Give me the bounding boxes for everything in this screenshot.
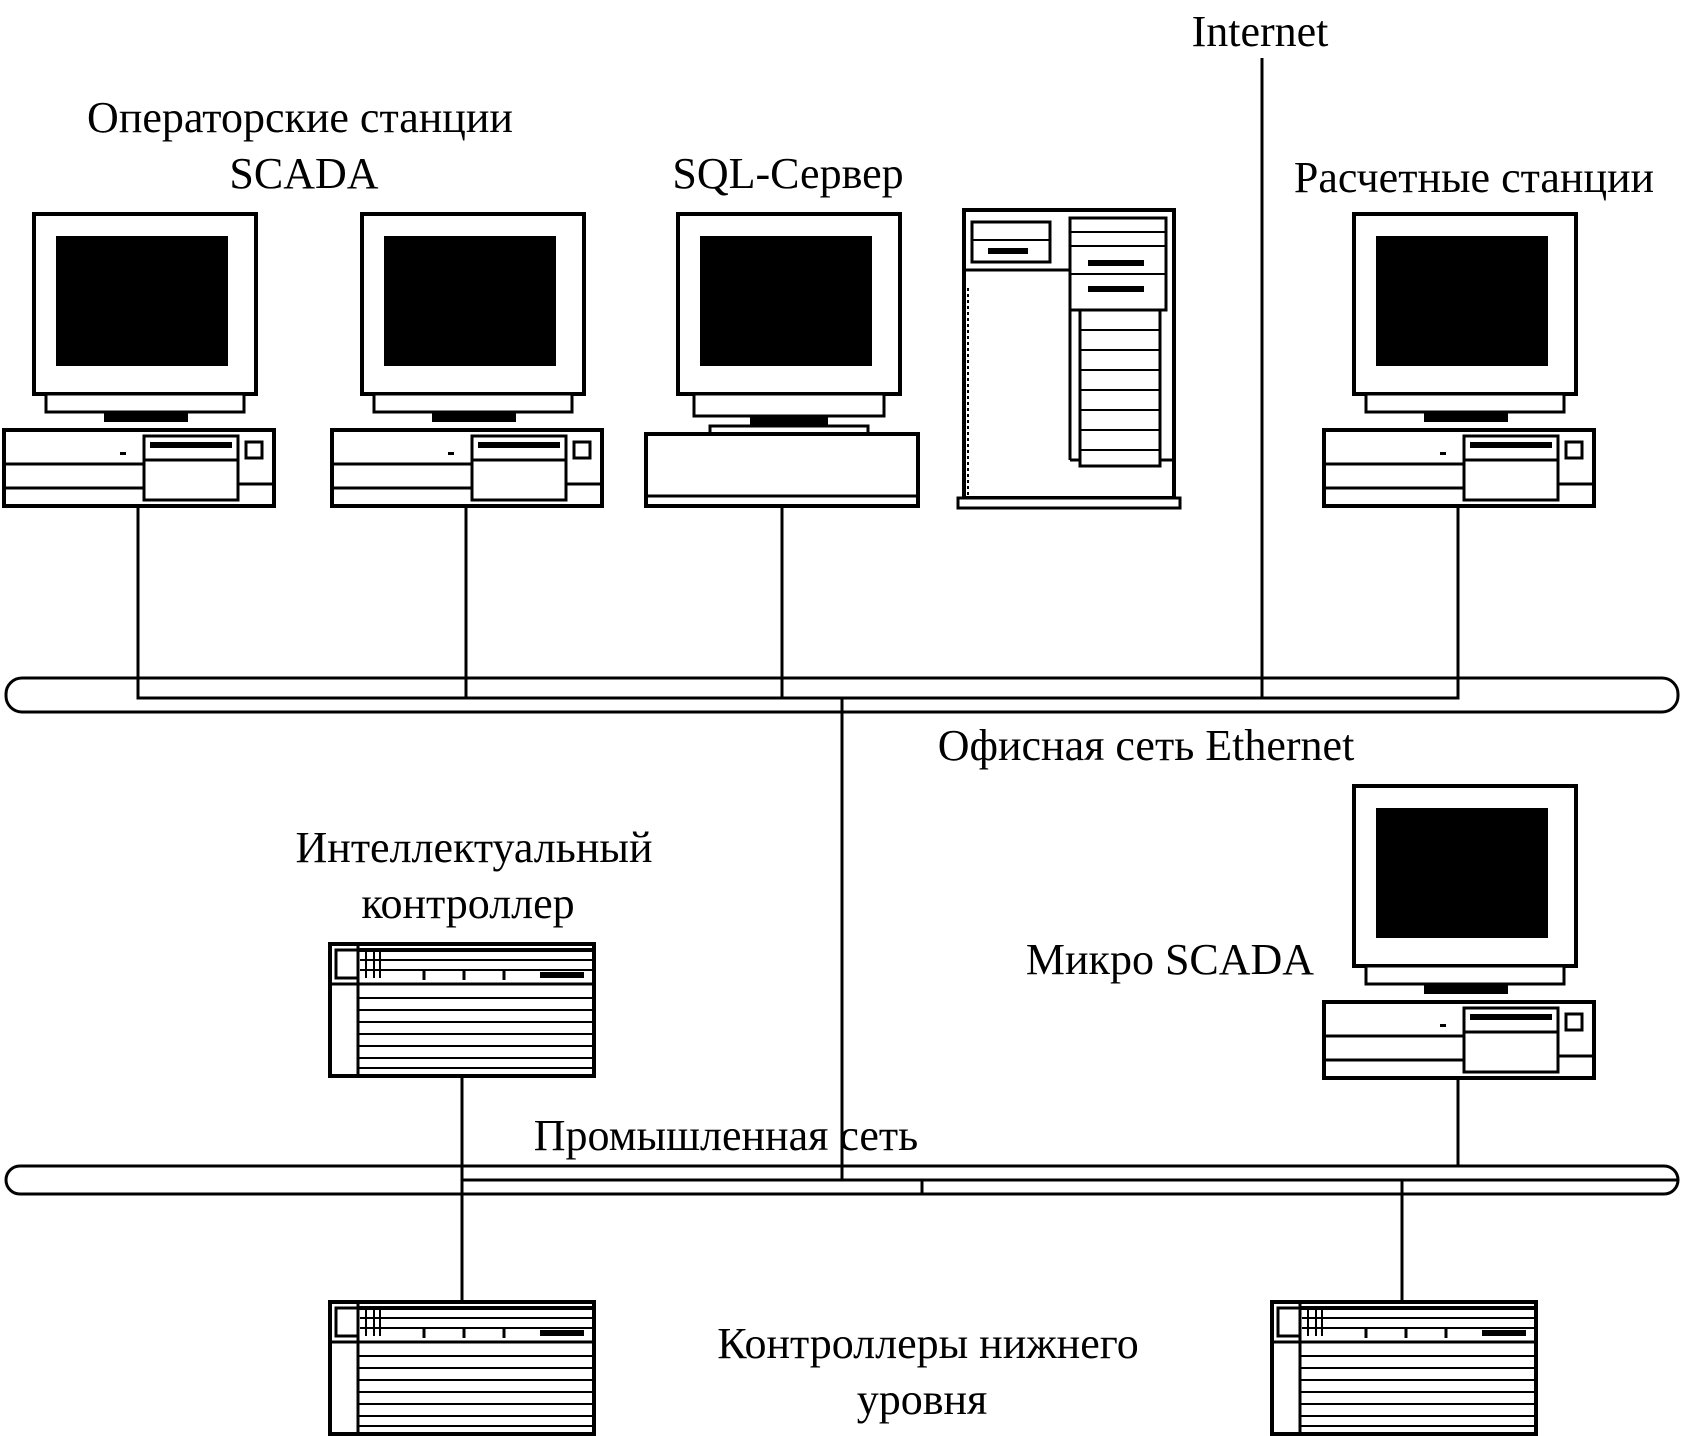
label-office-network: Офисная сеть Ethernet <box>938 721 1355 770</box>
label-operator-stations: Операторские станции <box>87 93 513 142</box>
sql-server-tower <box>956 208 1182 510</box>
label-scada: SCADA <box>229 149 378 198</box>
label-internet: Internet <box>1192 7 1329 56</box>
lower-controller-right <box>1270 1300 1538 1436</box>
labels: Internet Операторские станции SCADA SQL-… <box>87 7 1654 1424</box>
label-calc-stations: Расчетные станции <box>1294 153 1654 202</box>
smart-controller <box>328 942 596 1078</box>
industrial-network-bus <box>4 1164 1680 1196</box>
label-smart-controller-2: контроллер <box>361 879 574 928</box>
lower-controller-left <box>328 1300 596 1436</box>
label-lower-controllers-2: уровня <box>857 1375 988 1424</box>
label-industrial-network: Промышленная сеть <box>534 1111 918 1160</box>
operator-station-2 <box>330 212 604 508</box>
label-lower-controllers-1: Контроллеры нижнего <box>717 1319 1138 1368</box>
label-sql-server: SQL-Сервер <box>672 149 903 198</box>
label-micro-scada: Микро SCADA <box>1026 935 1314 984</box>
office-ethernet-bus <box>4 676 1680 714</box>
label-smart-controller-1: Интеллектуальный <box>296 823 653 872</box>
sql-server-workstation <box>644 212 920 508</box>
micro-scada-station <box>1322 784 1596 1080</box>
calc-station <box>1322 212 1596 508</box>
operator-station-1 <box>2 212 276 508</box>
